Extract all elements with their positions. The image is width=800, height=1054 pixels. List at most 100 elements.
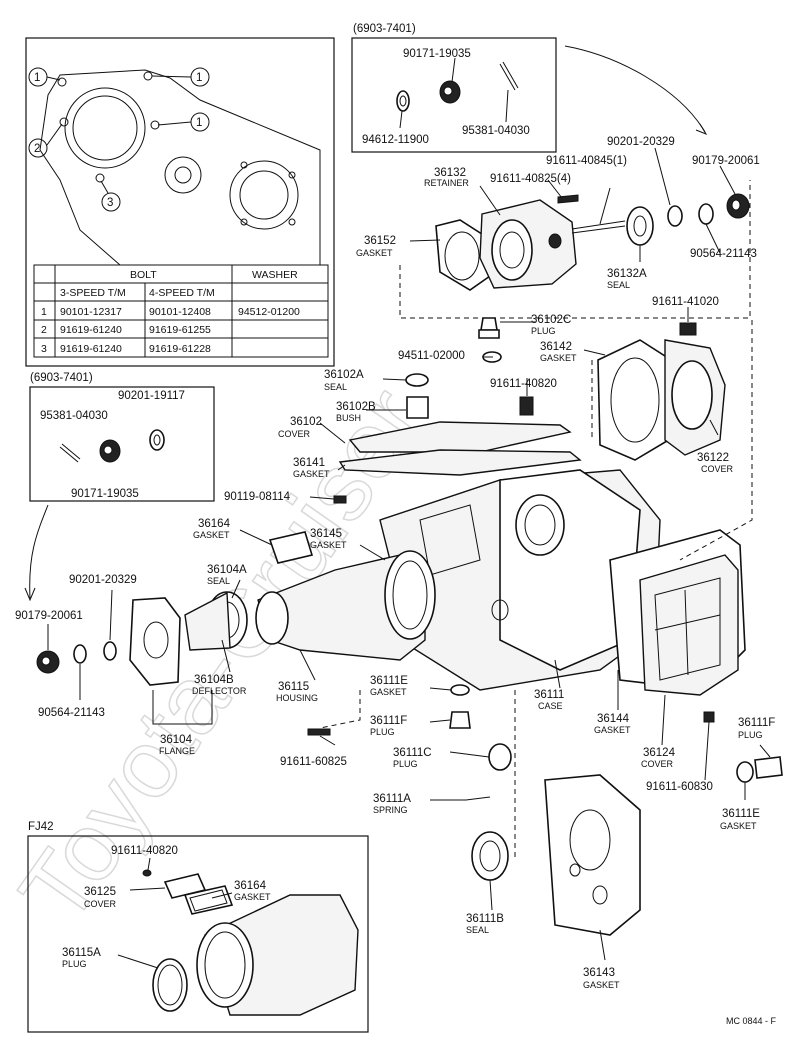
part-label-91611-41020: 91611-41020 xyxy=(652,296,719,308)
part-desc-36111A: SPRING xyxy=(373,805,408,815)
fj42-label: FJ42 xyxy=(28,821,54,833)
part-label-36111E-upper: 36111E xyxy=(370,675,408,687)
part-label-90171-19035-top: 90171-19035 xyxy=(403,48,471,60)
part-desc-36111E-right: GASKET xyxy=(720,821,757,831)
part-label-90119-08114: 90119-08114 xyxy=(224,491,291,503)
left-inset-parts xyxy=(59,429,165,463)
part-label-90201-20329-left: 90201-20329 xyxy=(69,574,137,586)
callout-1b: 1 xyxy=(196,72,202,84)
part-label-91611-60825: 91611-60825 xyxy=(280,756,347,768)
part-label-90179-20061-top: 90179-20061 xyxy=(692,155,760,167)
left-arc-arrowhead xyxy=(24,587,36,602)
part-label-36142: 36142 xyxy=(540,341,572,353)
part-label-36115A: 36115A xyxy=(62,947,101,959)
part-label-36143: 36143 xyxy=(583,967,615,979)
part-label-36102C: 36102C xyxy=(531,314,571,326)
part-desc-36111E-upper: GASKET xyxy=(370,687,407,697)
top-inset-serial: (6903-7401) xyxy=(353,23,416,35)
row3-idx: 3 xyxy=(41,343,47,355)
row2-idx: 2 xyxy=(41,324,47,336)
part-desc-36143: GASKET xyxy=(583,980,620,990)
part-label-36124: 36124 xyxy=(643,747,676,759)
bolt-inset-box xyxy=(25,37,335,367)
row1-bolt3: 90101-12317 xyxy=(60,306,122,318)
row1-washer: 94512-01200 xyxy=(238,306,300,318)
part-label-36111F-right: 36111F xyxy=(738,717,775,729)
leader-lines xyxy=(47,57,771,969)
top-inset-parts xyxy=(396,61,519,112)
part-desc-36115A: PLUG xyxy=(62,959,87,969)
footer-code: MC 0844 - F xyxy=(726,1016,777,1026)
callout-3: 3 xyxy=(107,197,113,209)
part-label-36141: 36141 xyxy=(293,457,325,469)
part-label-36132: 36132 xyxy=(434,167,466,179)
flange-bracket xyxy=(152,690,213,725)
case-dash-right xyxy=(679,320,753,561)
part-label-36164-fj42: 36164 xyxy=(234,880,267,892)
washer-header: WASHER xyxy=(252,269,298,281)
inset-callout-markers xyxy=(28,67,210,212)
top-arc-arrowhead xyxy=(695,123,708,136)
part-label-36145: 36145 xyxy=(310,528,342,540)
part-label-90179-20061-left: 90179-20061 xyxy=(15,610,83,622)
part-desc-36111F-right: PLUG xyxy=(738,730,763,740)
part-desc-36111C: PLUG xyxy=(393,759,418,769)
part-label-90564-21143-top: 90564-21143 xyxy=(690,248,757,260)
part-desc-36132A: SEAL xyxy=(607,280,630,290)
callout-1a: 1 xyxy=(34,72,40,84)
part-desc-36141: GASKET xyxy=(293,469,330,479)
part-label-36102B: 36102B xyxy=(336,401,376,413)
part-desc-36144: GASKET xyxy=(594,725,631,735)
part-label-91611-40820-upper: 91611-40820 xyxy=(490,378,557,390)
subheader-4speed: 4-SPEED T/M xyxy=(149,287,215,299)
part-label-90564-21143-left: 90564-21143 xyxy=(38,707,105,719)
part-label-36132A: 36132A xyxy=(607,268,647,280)
part-label-36104A: 36104A xyxy=(207,564,247,576)
part-desc-36124: COVER xyxy=(641,759,674,769)
part-desc-36104A: SEAL xyxy=(207,576,230,586)
part-label-36104B: 36104B xyxy=(194,674,234,686)
part-desc-36164: GASKET xyxy=(193,530,230,540)
part-desc-36125: COVER xyxy=(84,899,117,909)
part-label-36102: 36102 xyxy=(290,416,322,428)
part-desc-36164-fj42: GASKET xyxy=(234,892,271,902)
callout-2: 2 xyxy=(34,143,40,155)
top-arc-arrow xyxy=(564,45,706,133)
part-desc-36132: RETAINER xyxy=(424,178,469,188)
row1-idx: 1 xyxy=(41,306,47,318)
part-desc-36111: CASE xyxy=(538,701,563,711)
top-cover-drawing xyxy=(338,421,582,476)
part-label-90171-19035-left: 90171-19035 xyxy=(71,488,139,500)
transfer-case-drawing xyxy=(379,469,661,691)
retainer-dash-bracket xyxy=(399,180,751,319)
part-label-95381-04030-top: 95381-04030 xyxy=(462,125,530,137)
part-label-36122: 36122 xyxy=(697,452,729,464)
part-desc-36102: COVER xyxy=(278,429,311,439)
part-desc-36104: FLANGE xyxy=(159,746,195,756)
part-label-36111: 36111 xyxy=(534,689,564,701)
left-arc-arrow xyxy=(29,504,49,599)
part-label-36111E-right: 36111E xyxy=(722,808,760,820)
part-label-94612-11900: 94612-11900 xyxy=(362,134,429,146)
right-cover-drawing xyxy=(597,339,726,461)
bottom-gasket-drawing xyxy=(544,774,641,936)
fj42-housing-drawing xyxy=(142,869,359,1016)
upper-plug-drawing xyxy=(405,317,697,419)
part-label-36111A: 36111A xyxy=(373,793,411,805)
part-label-36111C: 36111C xyxy=(393,747,432,759)
bolt-header: BOLT xyxy=(130,269,157,281)
part-label-36111B: 36111B xyxy=(466,913,504,925)
callout-1c: 1 xyxy=(196,117,202,129)
row2-bolt3: 91619-61240 xyxy=(60,324,122,336)
part-label-36102A: 36102A xyxy=(324,369,364,381)
part-desc-36102A: SEAL xyxy=(324,382,347,392)
flange-outline-drawing xyxy=(39,69,321,266)
part-label-36144: 36144 xyxy=(597,713,630,725)
part-desc-36102C: PLUG xyxy=(531,326,556,336)
part-label-91611-40820-fj42: 91611-40820 xyxy=(111,845,178,857)
part-label-90201-20329-top: 90201-20329 xyxy=(607,136,675,148)
part-label-90201-19117: 90201-19117 xyxy=(118,390,185,402)
part-label-36152: 36152 xyxy=(364,235,396,247)
left-inset-box xyxy=(29,386,215,502)
part-desc-36152: GASKET xyxy=(356,248,393,258)
